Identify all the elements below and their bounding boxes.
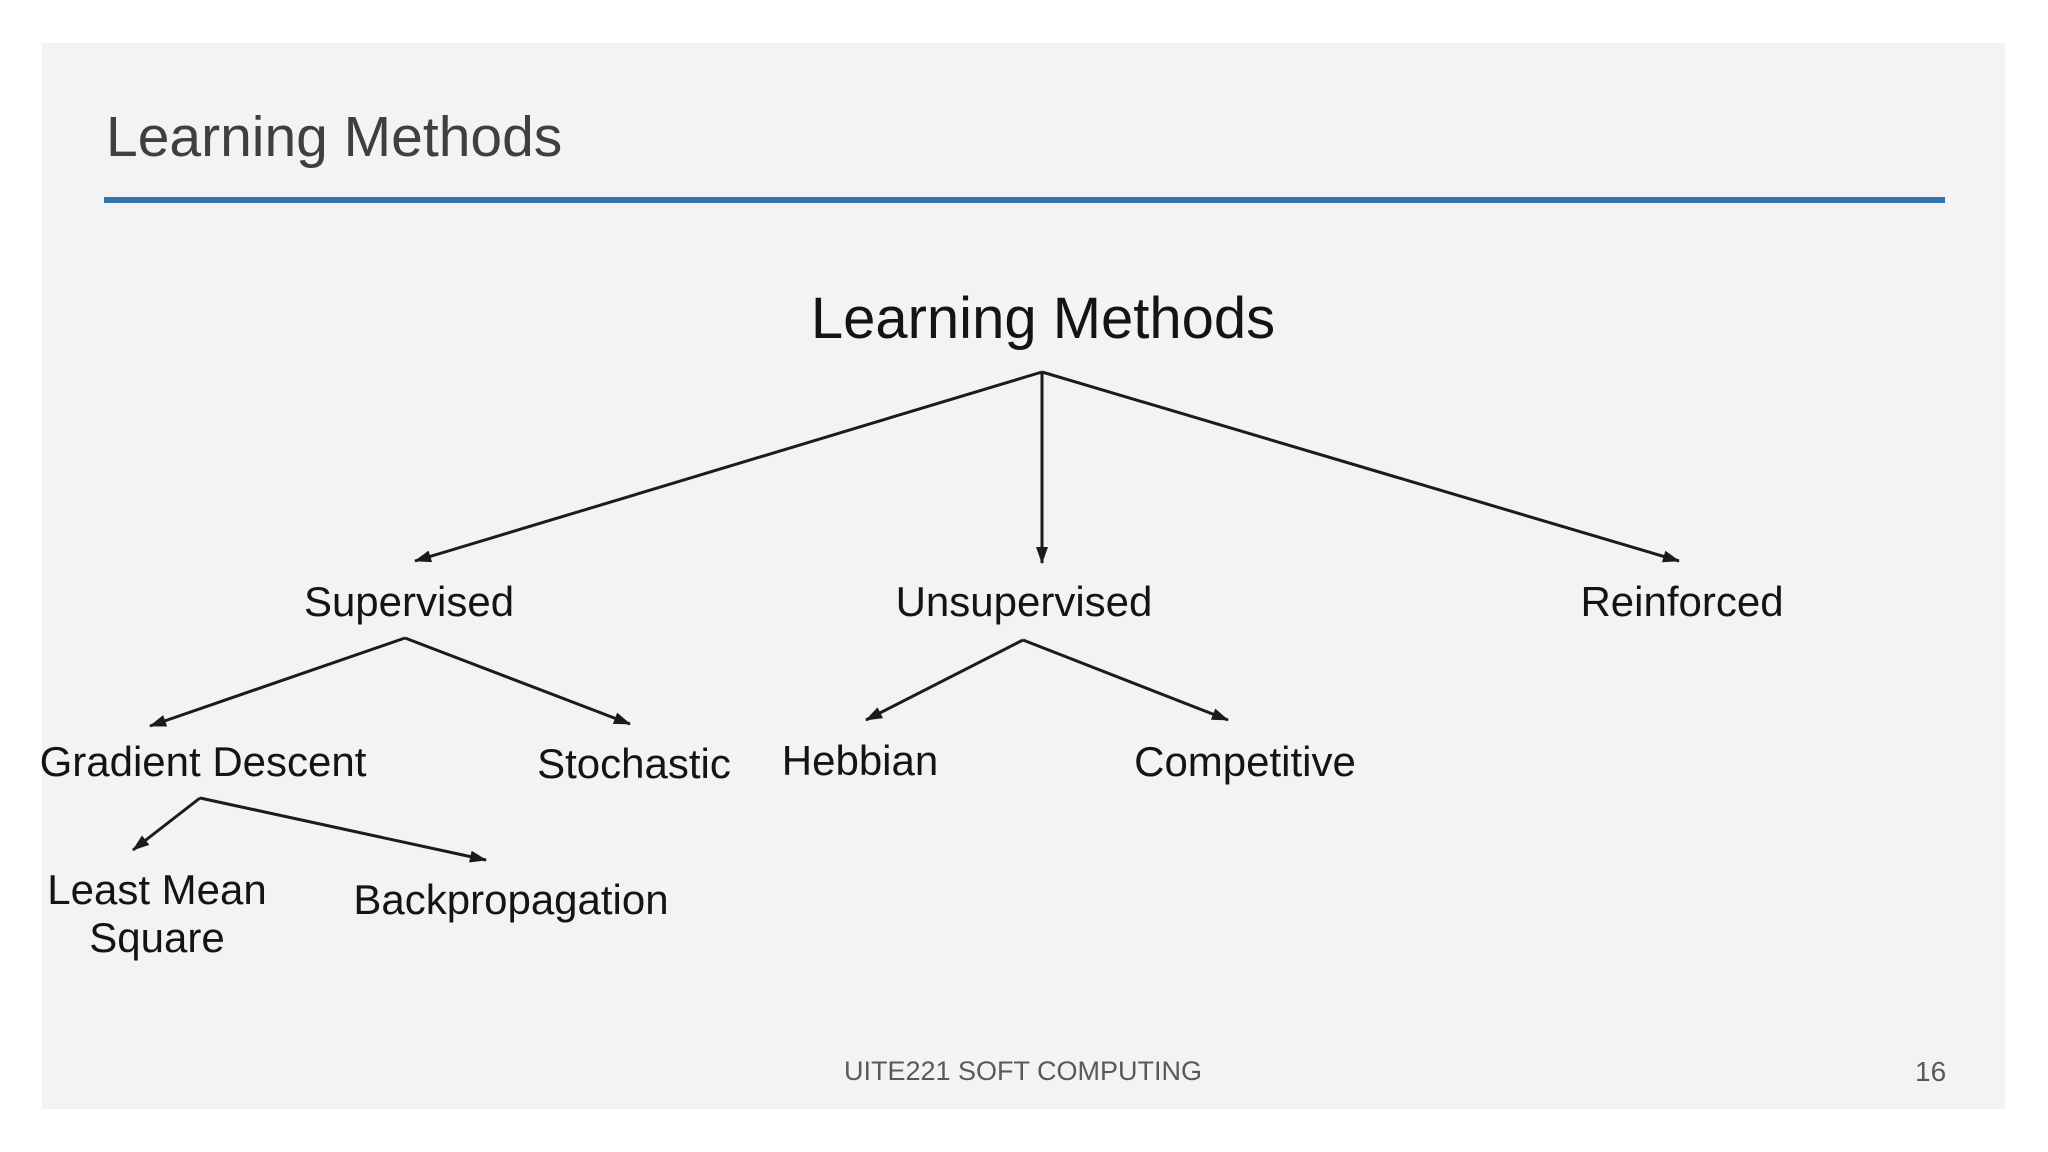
title-underline-rule xyxy=(104,197,1945,203)
node-competitive: Competitive xyxy=(1134,738,1356,785)
slide-canvas: Learning Methods xyxy=(42,43,2005,1109)
node-reinforced: Reinforced xyxy=(1580,578,1784,625)
node-stochastic: Stochastic xyxy=(537,740,731,787)
footer-page-number: 16 xyxy=(1915,1056,1947,1087)
slide-title: Learning Methods xyxy=(106,105,563,169)
node-unsupervised: Unsupervised xyxy=(895,578,1153,625)
node-supervised: Supervised xyxy=(303,578,515,625)
node-hebbian: Hebbian xyxy=(781,737,939,784)
node-backpropagation: Backpropagation xyxy=(353,876,669,923)
footer-course-label: UITE221 SOFT COMPUTING xyxy=(843,1056,1203,1086)
node-least-mean-square: Least Mean Square xyxy=(47,866,267,961)
node-gradient-descent: Gradient Descent xyxy=(39,738,367,785)
node-learning-methods-root: Learning Methods xyxy=(810,286,1276,351)
